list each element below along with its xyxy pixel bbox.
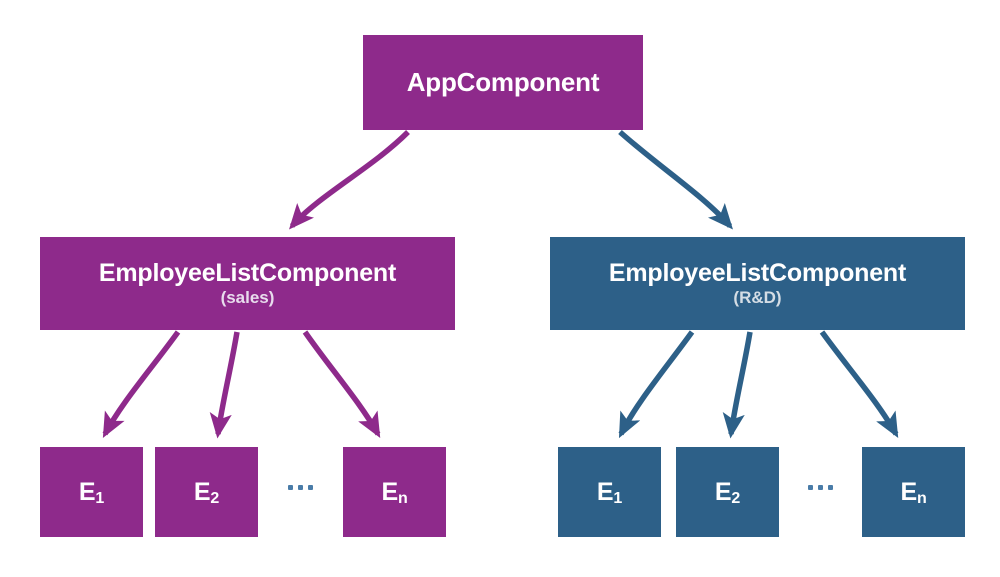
edge-app-to-rd: [618, 129, 733, 230]
ellipsis-sales: [288, 485, 313, 490]
ellipsis-dot: [308, 485, 313, 490]
node-employee-sales-1[interactable]: E1: [40, 447, 143, 537]
node-employee-rd-n[interactable]: En: [862, 447, 965, 537]
node-employee-rd-n-label: En: [900, 477, 927, 508]
node-employee-list-rd-sublabel: (R&D): [733, 287, 782, 307]
ellipsis-dot: [298, 485, 303, 490]
node-employee-rd-2-label: E2: [714, 477, 741, 508]
node-employee-list-rd[interactable]: EmployeeListComponent (R&D): [550, 237, 965, 330]
node-employee-rd-1[interactable]: E1: [558, 447, 661, 537]
node-employee-sales-1-label: E1: [78, 477, 105, 508]
node-employee-list-sales-sublabel: (sales): [220, 287, 275, 307]
node-employee-list-sales[interactable]: EmployeeListComponent (sales): [40, 237, 455, 330]
node-employee-sales-2-label: E2: [193, 477, 220, 508]
edge-rd-to-emp-n: [819, 330, 899, 438]
node-employee-list-rd-label: EmployeeListComponent: [608, 258, 907, 287]
node-employee-rd-1-label: E1: [596, 477, 623, 508]
edge-sales-to-emp-n: [302, 330, 381, 438]
ellipsis-dot: [818, 485, 823, 490]
edge-app-to-sales: [289, 130, 410, 230]
edge-rd-to-emp-2: [722, 331, 753, 439]
ellipsis-dot: [808, 485, 813, 490]
node-employee-list-sales-label: EmployeeListComponent: [98, 258, 397, 287]
ellipsis-dot: [828, 485, 833, 490]
node-employee-sales-n-label: En: [381, 477, 408, 508]
node-employee-sales-n[interactable]: En: [343, 447, 446, 537]
ellipsis-rd: [808, 485, 833, 490]
node-employee-sales-2[interactable]: E2: [155, 447, 258, 537]
node-app-component-label: AppComponent: [406, 67, 600, 98]
ellipsis-dot: [288, 485, 293, 490]
edge-sales-to-emp-1: [102, 330, 181, 439]
edge-rd-to-emp-1: [618, 330, 695, 439]
node-employee-rd-2[interactable]: E2: [676, 447, 779, 537]
node-app-component[interactable]: AppComponent: [363, 35, 643, 130]
edge-sales-to-emp-2: [209, 331, 240, 439]
